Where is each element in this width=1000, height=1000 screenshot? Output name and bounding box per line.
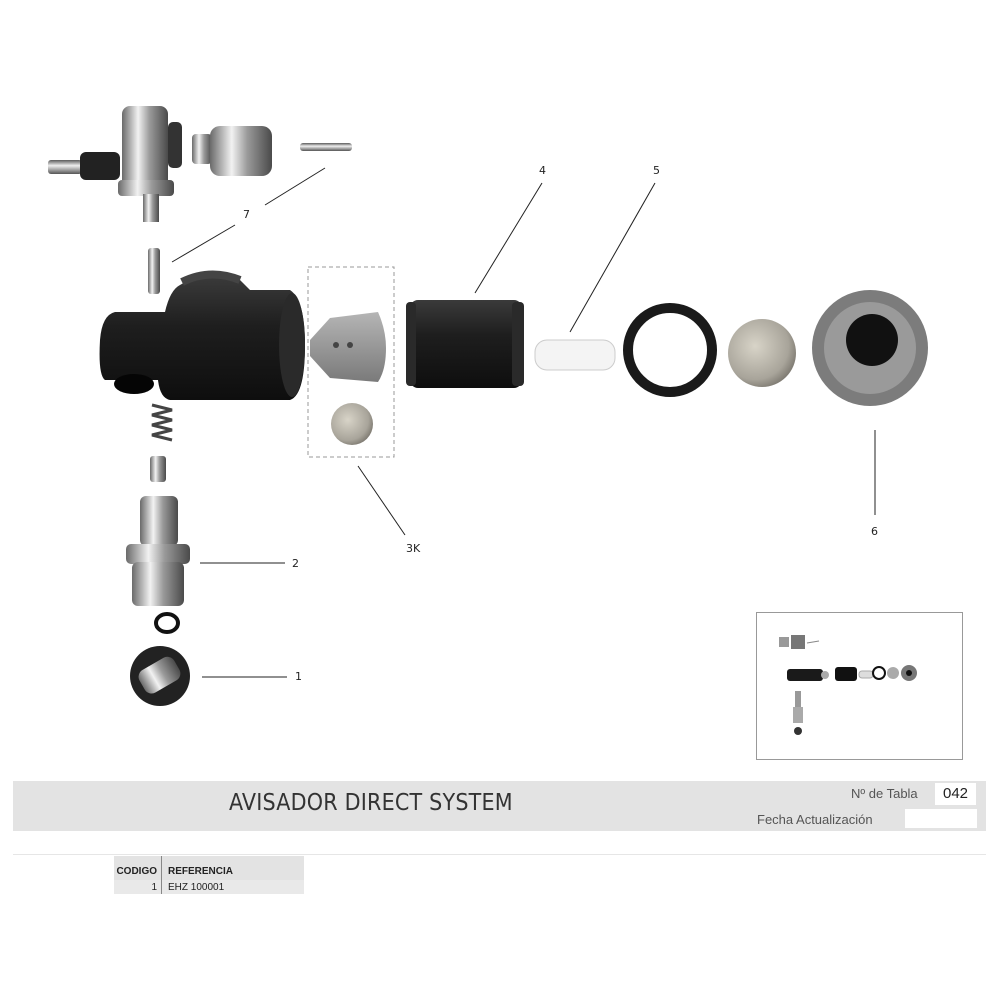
part-7-valve-assembly: [48, 106, 352, 294]
title-bar: [13, 781, 986, 831]
pin: [150, 456, 166, 482]
thumbnail-image: [779, 635, 917, 735]
overview-thumbnail: [756, 612, 963, 760]
callout-5: 5: [653, 164, 660, 177]
spring: [151, 403, 173, 442]
membrane-disc: [728, 319, 796, 387]
divider: [13, 854, 986, 855]
fecha-field: [905, 809, 977, 828]
callout-4: 4: [539, 164, 546, 177]
header-referencia: REFERENCIA: [168, 866, 234, 877]
callout-6: 6: [871, 525, 878, 538]
part-2-fitting: [126, 496, 285, 634]
main-housing: [99, 270, 305, 400]
callout-3k: 3K: [406, 542, 421, 555]
parts-table: CODIGO REFERENCIA 1 EHZ 100001: [114, 856, 304, 894]
fecha-label: Fecha Actualización: [757, 812, 873, 827]
table-row: 1 EHZ 100001: [114, 880, 304, 894]
table-header: CODIGO REFERENCIA: [114, 856, 304, 880]
header-codigo: CODIGO: [114, 856, 162, 880]
exploded-view-diagram: [48, 106, 928, 706]
row-reference: EHZ 100001: [168, 881, 225, 893]
tabla-label: Nº de Tabla: [851, 786, 918, 801]
callout-1: 1: [295, 670, 302, 683]
callout-7: 7: [243, 208, 250, 221]
part-1-cap: [130, 646, 287, 706]
page-title: AVISADOR DIRECT SYSTEM: [229, 790, 513, 816]
callout-2: 2: [292, 557, 299, 570]
tabla-number: 042: [935, 783, 976, 805]
part-3k-kit: [307, 266, 406, 536]
row-code: 1: [114, 880, 162, 894]
o-ring: [623, 303, 717, 397]
part-4-cylinder: [406, 182, 543, 388]
part-5-white-plug: [534, 182, 656, 371]
part-6-nut: [812, 290, 928, 515]
